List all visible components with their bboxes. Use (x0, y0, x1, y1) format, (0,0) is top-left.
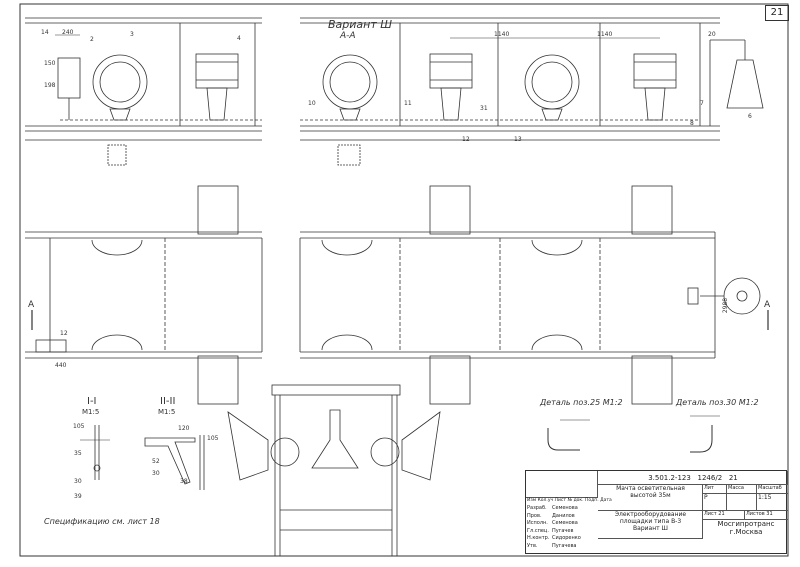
cut-title: А-А (340, 31, 356, 41)
dim-39: 39 (74, 493, 82, 500)
dim-1140-a: 1140 (494, 31, 510, 38)
tb-mass-header: Масса (727, 485, 757, 494)
tb-stage-header: Лит (703, 485, 727, 494)
section-2-title: II-II (160, 396, 176, 407)
tb-person: Семенова (552, 505, 578, 511)
tb-roles: Разраб. Пров. Исполн. Гл.спец. Н.контр. … (527, 505, 549, 551)
tb-name-4: площадки типа В-3 (619, 518, 682, 525)
title-block: 3.501.2-123 1246/2 21 Мачта осветительна… (525, 470, 788, 554)
tb-role: Разраб. (527, 505, 547, 511)
tb-code: 3.501.2-123 1246/2 21 (598, 471, 788, 485)
dim-30-b: 30 (152, 470, 160, 477)
callout-31: 31 (480, 105, 488, 112)
dim-240: 240 (62, 29, 74, 36)
tb-person: Семенова (552, 520, 578, 527)
detail-30-title: Деталь поз.30 М1:2 (676, 398, 759, 407)
plan-view (25, 185, 769, 405)
tb-name-main: Мачта осветительная высотой 35м (598, 485, 703, 511)
tb-scale-header: Масштаб (757, 485, 788, 494)
lamp-front-view (227, 384, 441, 556)
section-2-scale: М1:5 (158, 408, 176, 416)
dim-7: 7 (700, 100, 704, 107)
tb-hdr-izm: Изм (527, 498, 537, 503)
callout-3: 3 (130, 31, 134, 38)
tb-org-1: Мосгипротранс (717, 520, 775, 528)
tb-code-text: 3.501.2-123 (648, 474, 691, 482)
dim-35: 35 (74, 450, 82, 457)
section-a-a (25, 17, 764, 166)
dim-12: 12 (462, 136, 470, 143)
section-1-title: I-I (87, 396, 97, 407)
tb-role: Пров. (527, 512, 542, 519)
dim-198: 198 (44, 82, 56, 89)
cut-a-left: А (28, 300, 35, 310)
tb-org-2: г.Москва (729, 528, 763, 536)
callout-11: 11 (404, 100, 412, 107)
callout-4: 4 (237, 35, 241, 42)
dim-1140-b: 1140 (597, 31, 613, 38)
spec-note: Спецификацию см. лист 18 (44, 517, 160, 526)
callout-13: 13 (514, 136, 522, 143)
dim-105: 105 (73, 423, 85, 430)
sheet-number: 21 (765, 5, 789, 21)
section-views (80, 425, 205, 490)
tb-sheet: 21 (728, 474, 738, 482)
section-1-scale: М1:5 (82, 408, 100, 416)
tb-mass (727, 494, 757, 511)
tb-stage: Р (703, 494, 727, 511)
callout-14: 14 (41, 29, 49, 36)
dim-120: 120 (178, 425, 190, 432)
tb-revision-area (526, 471, 598, 498)
tb-names: Семенова Данилов Семенова Пугачев Сидоре… (552, 505, 581, 551)
dim-30: 30 (74, 478, 82, 485)
dim-38: 38 (180, 478, 188, 485)
tb-sheets-header: Листов 31 (745, 511, 788, 520)
dim-150: 150 (44, 60, 56, 67)
tb-scale: 1:15 (757, 494, 788, 511)
callout-10: 10 (308, 100, 316, 107)
cut-a-right: А (764, 300, 771, 310)
details-25-30 (547, 415, 720, 453)
tb-person: Сидоренко (552, 535, 581, 542)
tb-hdr-sign: Подп. (585, 498, 599, 503)
detail-25-title: Деталь поз.25 М1:2 (540, 398, 623, 407)
dim-105-b: 105 (207, 435, 219, 442)
tb-role: Утв. (527, 542, 538, 549)
dim-52: 52 (152, 458, 160, 465)
tb-person: Пугачева (552, 542, 577, 549)
dim-440: 440 (55, 362, 67, 369)
tb-person: Пугачев (552, 527, 574, 534)
callout-12: 12 (60, 330, 68, 337)
dim-2988: 2988 (722, 297, 730, 314)
tb-name-1: Мачта осветительная (616, 485, 685, 492)
callout-2: 2 (90, 36, 94, 43)
dim-8: 8 (690, 120, 694, 127)
tb-hdr-row: Изм Кол.уч Лист № док. Подп. Дата (527, 498, 612, 503)
tb-hdr-kol: Кол.уч (537, 498, 554, 503)
tb-album: 1246/2 (697, 474, 723, 482)
tb-role: Исполн. (527, 520, 548, 527)
callout-6: 6 (748, 113, 752, 120)
tb-hdr-date: Дата (600, 498, 612, 503)
dim-20: 20 (708, 31, 716, 38)
tb-role: Гл.спец. (527, 527, 549, 534)
tb-hdr-list: Лист (554, 498, 567, 503)
sheet-frame (19, 3, 789, 557)
tb-name-2: высотой 35м (630, 492, 671, 499)
tb-name-sub: Электрооборудование площадки типа В-3 Ва… (598, 511, 703, 539)
tb-org: Мосгипротранс г.Москва (703, 520, 788, 553)
tb-role: Н.контр. (527, 535, 550, 542)
tb-name-3: Электрооборудование (614, 511, 687, 518)
tb-name-5: Вариант Ш (633, 525, 668, 532)
tb-sheet-header: Лист 21 (703, 511, 745, 520)
variant-title: Вариант Ш (328, 18, 393, 31)
tb-hdr-doc: № док. (567, 498, 584, 503)
tb-person: Данилов (552, 512, 575, 519)
